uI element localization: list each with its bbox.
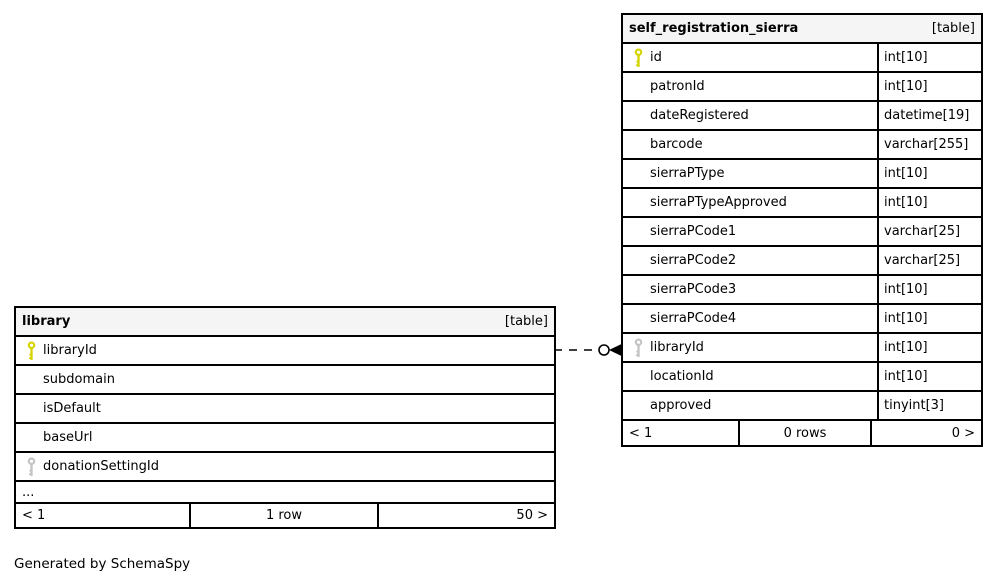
column-type: varchar[255] — [877, 131, 981, 158]
column-name: locationId — [650, 369, 714, 384]
table-row: isDefault — [16, 395, 554, 424]
paging-bar: < 1 0 rows 0 > — [623, 421, 981, 445]
table-title: self_registration_sierra — [629, 21, 799, 36]
table-row: libraryId int[10] — [623, 334, 981, 363]
column-name: patronId — [650, 79, 705, 94]
table-row: id int[10] — [623, 44, 981, 73]
column-name: subdomain — [43, 372, 115, 387]
column-name: sierraPCode3 — [650, 282, 737, 297]
table-header[interactable]: self_registration_sierra [table] — [623, 15, 981, 44]
table-row: sierraPTypeApproved int[10] — [623, 189, 981, 218]
column-list: id int[10] patronId int[10] — [623, 44, 981, 421]
column-list: libraryId subdomain — [16, 337, 554, 504]
column-type: int[10] — [877, 73, 981, 100]
foreign-key-icon — [25, 456, 37, 477]
paging-next[interactable]: 50 > — [377, 504, 554, 527]
column-type: int[10] — [877, 305, 981, 332]
table-row: patronId int[10] — [623, 73, 981, 102]
column-name: sierraPCode4 — [650, 311, 737, 326]
table-row: sierraPType int[10] — [623, 160, 981, 189]
table-row: approved tinyint[3] — [623, 392, 981, 421]
table-row: locationId int[10] — [623, 363, 981, 392]
column-type: datetime[19] — [877, 102, 981, 129]
table-row: sierraPCode3 int[10] — [623, 276, 981, 305]
paging-bar: < 1 1 row 50 > — [16, 504, 554, 527]
column-name: barcode — [650, 137, 703, 152]
relationship-connector — [554, 344, 621, 356]
table-row: sierraPCode4 int[10] — [623, 305, 981, 334]
column-type: tinyint[3] — [877, 392, 981, 419]
paging-next[interactable]: 0 > — [870, 421, 981, 445]
column-name: sierraPType — [650, 166, 725, 181]
table-row: donationSettingId — [16, 453, 554, 482]
library-table[interactable]: library [table] libraryId — [14, 306, 556, 529]
table-row: libraryId — [16, 337, 554, 366]
table-row: sierraPCode2 varchar[25] — [623, 247, 981, 276]
row-count: 0 rows — [738, 421, 870, 445]
column-name: isDefault — [43, 401, 101, 416]
table-type-badge: [table] — [931, 21, 975, 36]
column-name: ... — [22, 484, 35, 500]
column-name: approved — [650, 398, 712, 413]
column-type: int[10] — [877, 189, 981, 216]
paging-prev[interactable]: < 1 — [22, 508, 46, 523]
table-row: ... — [16, 482, 554, 504]
column-type: varchar[25] — [877, 218, 981, 245]
column-name: sierraPCode1 — [650, 224, 737, 239]
column-type: int[10] — [877, 160, 981, 187]
column-name: donationSettingId — [43, 459, 159, 474]
column-type: int[10] — [877, 44, 981, 71]
row-count: 1 row — [189, 504, 377, 527]
table-row: baseUrl — [16, 424, 554, 453]
relationship-circle-marker — [598, 344, 610, 356]
column-name: libraryId — [650, 340, 704, 355]
column-type: int[10] — [877, 276, 981, 303]
column-name: sierraPCode2 — [650, 253, 737, 268]
column-type: varchar[25] — [877, 247, 981, 274]
table-row: dateRegistered datetime[19] — [623, 102, 981, 131]
primary-key-icon — [632, 47, 644, 68]
table-row: sierraPCode1 varchar[25] — [623, 218, 981, 247]
table-title: library — [22, 314, 71, 329]
relationship-arrowhead-icon — [609, 344, 621, 356]
column-name: sierraPTypeApproved — [650, 195, 787, 210]
table-type-badge: [table] — [504, 314, 548, 329]
table-row: subdomain — [16, 366, 554, 395]
table-row: barcode varchar[255] — [623, 131, 981, 160]
primary-key-icon — [25, 340, 37, 361]
table-header[interactable]: library [table] — [16, 308, 554, 337]
foreign-key-icon — [632, 337, 644, 358]
column-name: dateRegistered — [650, 108, 749, 123]
column-name: libraryId — [43, 343, 97, 358]
self-registration-sierra-table[interactable]: self_registration_sierra [table] id in — [621, 13, 983, 447]
column-type: int[10] — [877, 334, 981, 361]
generated-by-label: Generated by SchemaSpy — [14, 556, 191, 572]
paging-prev[interactable]: < 1 — [629, 425, 653, 441]
column-type: int[10] — [877, 363, 981, 390]
column-name: id — [650, 50, 662, 65]
column-name: baseUrl — [43, 430, 93, 445]
